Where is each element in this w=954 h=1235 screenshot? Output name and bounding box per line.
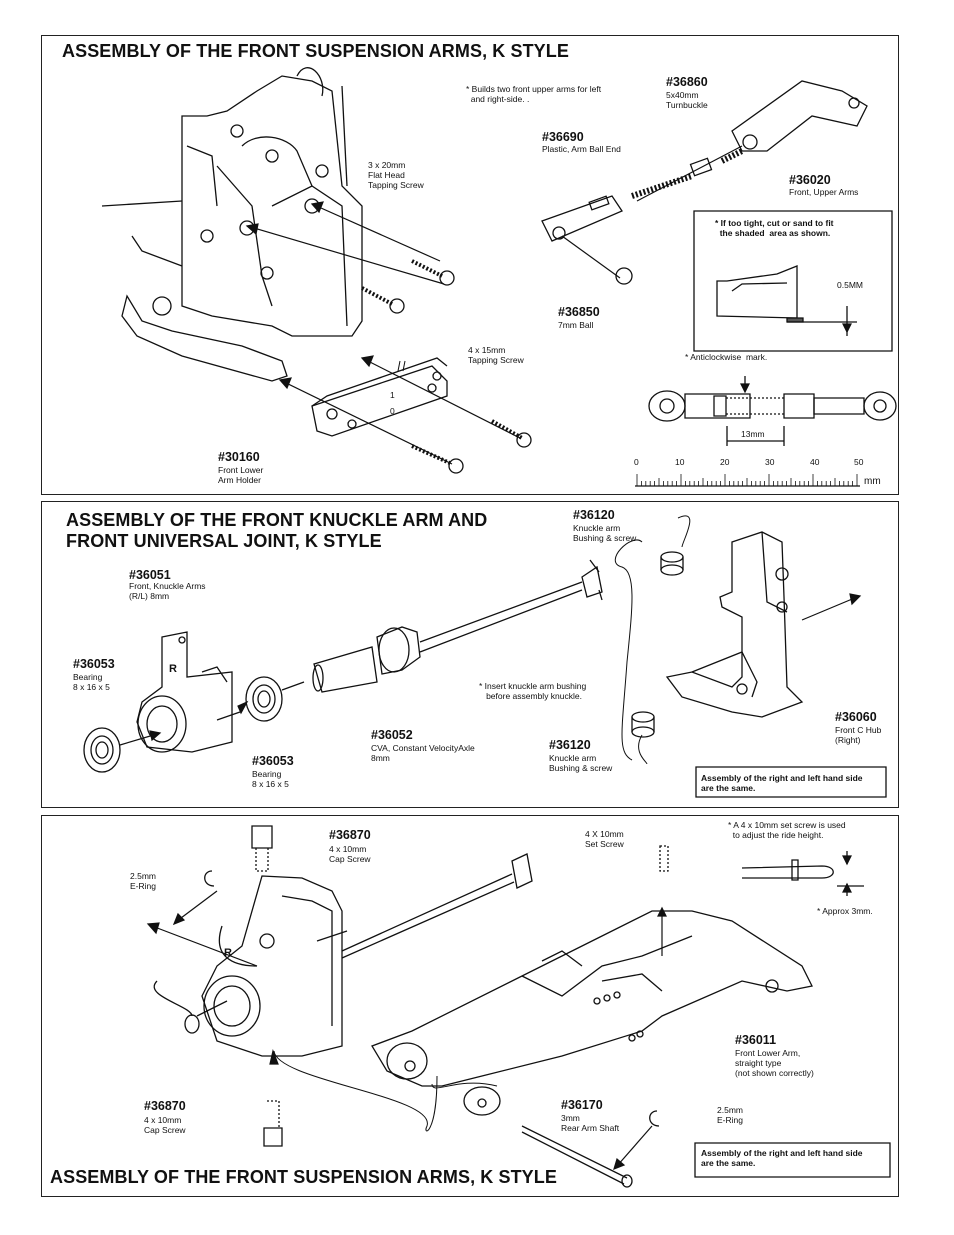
part-number: #30160 xyxy=(218,450,260,464)
part-number: #36850 xyxy=(558,305,600,319)
part-description: 3mm Rear Arm Shaft xyxy=(561,1113,620,1133)
part-description: 4 x 10mm Cap Screw xyxy=(144,1115,186,1135)
part-description: Front, Knuckle Arms (R/L) 8mm xyxy=(129,581,206,601)
knuckle-r-mark: R xyxy=(224,947,232,959)
knuckle-cva-illustration xyxy=(42,502,900,809)
ruler-tick-label: 50 xyxy=(854,457,864,467)
part-number: #36011 xyxy=(735,1033,777,1047)
panel2-title-line1: ASSEMBLY OF THE FRONT KNUCKLE ARM AND xyxy=(66,510,488,530)
part-description: Plastic, Arm Ball End xyxy=(542,144,621,154)
flat-head-screw-label: 3 x 20mm Flat Head Tapping Screw xyxy=(368,160,424,190)
knuckle-r-mark: R xyxy=(169,663,177,675)
same-assembly-note: Assembly of the right and left hand side… xyxy=(701,1148,863,1168)
approx-3mm-note: * Approx 3mm. xyxy=(817,906,873,916)
part-number: #36052 xyxy=(371,728,413,742)
set-screw-label: 4 X 10mm Set Screw xyxy=(585,829,624,849)
part-number: #36060 xyxy=(835,710,877,724)
suspension-arms-illustration xyxy=(42,36,900,496)
panel-knuckle-arm-universal-joint: ASSEMBLY OF THE FRONT KNUCKLE ARM AND FR… xyxy=(41,501,899,808)
part-number: #36053 xyxy=(73,657,115,671)
same-assembly-note: Assembly of the right and left hand side… xyxy=(701,773,863,793)
builds-two-note: * Builds two front upper arms for left a… xyxy=(466,84,602,104)
ruler-tick-label: 20 xyxy=(720,457,730,467)
part-number: #36051 xyxy=(129,568,171,582)
part-description: Front Lower Arm, straight type (not show… xyxy=(735,1048,814,1078)
part-number: #36120 xyxy=(573,508,615,522)
part-description: Bearing 8 x 16 x 5 xyxy=(252,769,289,789)
part-description: Front, Upper Arms xyxy=(789,187,859,197)
tight-fit-note: * If too tight, cut or sand to fit the s… xyxy=(715,218,834,238)
panel-front-suspension-arms: ASSEMBLY OF THE FRONT SUSPENSION ARMS, K… xyxy=(41,35,899,495)
panel1-title: ASSEMBLY OF THE FRONT SUSPENSION ARMS, K… xyxy=(62,41,569,61)
dim-13mm-label: 13mm xyxy=(741,429,765,439)
holder-mark-0: 0 xyxy=(390,406,395,416)
part-description: 7mm Ball xyxy=(558,320,594,330)
ruler-tick-label: 30 xyxy=(765,457,775,467)
ruler-tick-label: 0 xyxy=(634,457,639,467)
panel2-title-line2: FRONT UNIVERSAL JOINT, K STYLE xyxy=(66,531,382,551)
holder-mark-1: 1 xyxy=(390,390,395,400)
part-number: #36170 xyxy=(561,1098,603,1112)
panel3-title: ASSEMBLY OF THE FRONT SUSPENSION ARMS, K… xyxy=(50,1167,557,1187)
tapping-screw-label: 4 x 15mm Tapping Screw xyxy=(468,345,524,365)
part-description: CVA, Constant VelocityAxle 8mm xyxy=(371,743,475,763)
part-number: #36020 xyxy=(789,173,831,187)
part-number: #36870 xyxy=(329,828,371,842)
part-description: Front C Hub (Right) xyxy=(835,725,882,745)
part-description: Front Lower Arm Holder xyxy=(218,465,264,485)
ruler-tick-label: 10 xyxy=(675,457,685,467)
part-description: Knuckle arm Bushing & screw xyxy=(549,753,613,773)
part-description: Bearing 8 x 16 x 5 xyxy=(73,672,110,692)
anticlockwise-note: * Anticlockwise mark. xyxy=(685,352,768,362)
dim-05mm-label: 0.5MM xyxy=(837,280,863,290)
part-number: #36690 xyxy=(542,130,584,144)
part-number: #36870 xyxy=(144,1099,186,1113)
part-description: 5x40mm Turnbuckle xyxy=(666,90,708,110)
part-description: Knuckle arm Bushing & screw xyxy=(573,523,637,543)
e-ring-left-label: 2.5mm E-Ring xyxy=(130,871,156,891)
insert-bushing-note: * Insert knuckle arm bushing before asse… xyxy=(479,681,587,701)
part-number: #36860 xyxy=(666,75,708,89)
panel-front-lower-arm: #36870 4 x 10mm Cap Screw 2.5mm E-Ring 4… xyxy=(41,815,899,1197)
ride-height-note: * A 4 x 10mm set screw is used to adjust… xyxy=(728,820,846,840)
part-description: 4 x 10mm Cap Screw xyxy=(329,844,371,864)
ruler-tick-label: 40 xyxy=(810,457,820,467)
lower-arm-illustration xyxy=(42,816,900,1198)
ruler-unit-label: mm xyxy=(864,476,881,487)
e-ring-right-label: 2.5mm E-Ring xyxy=(717,1105,743,1125)
part-number: #36120 xyxy=(549,738,591,752)
part-number: #36053 xyxy=(252,754,294,768)
